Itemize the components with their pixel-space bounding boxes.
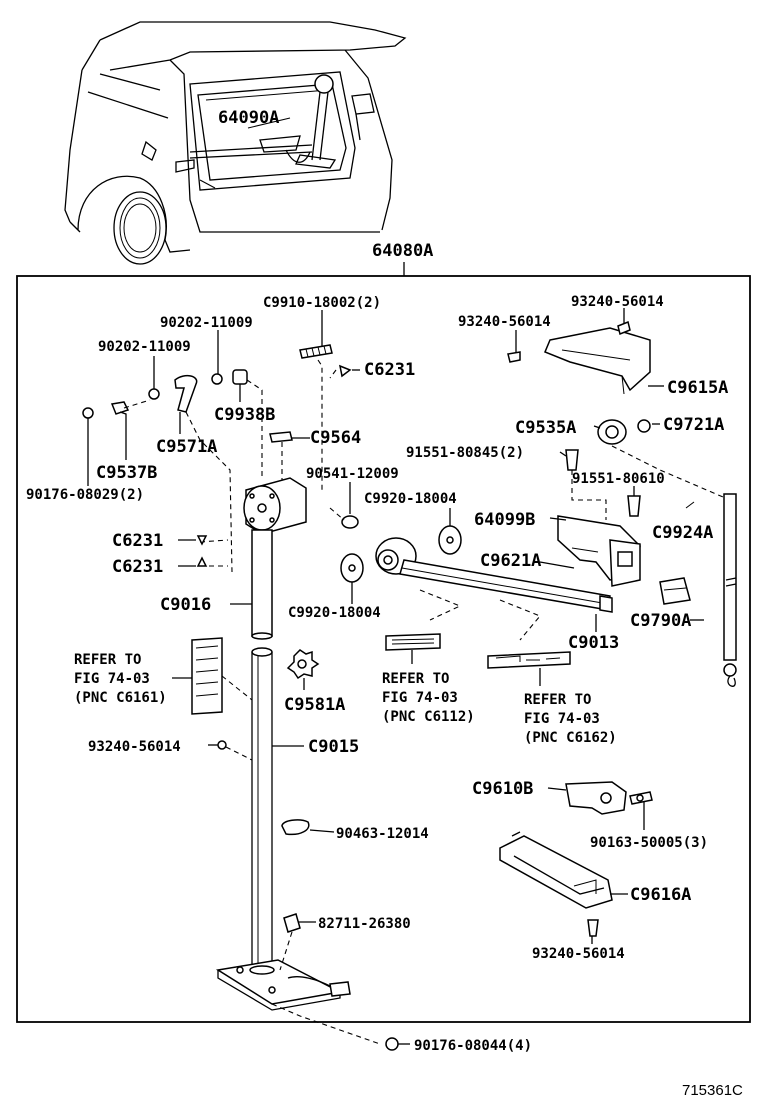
label-C6231-a: C6231: [364, 360, 415, 380]
label-C9615A: C9615A: [667, 378, 728, 398]
reference-C6162: REFER TO FIG 74-03 (PNC C6162): [524, 692, 617, 746]
label-64090A: 64090A: [218, 108, 279, 128]
label-C6231-c: C6231: [112, 557, 163, 577]
label-C9721A: C9721A: [663, 415, 724, 435]
ref-C6162-line2: FIG 74-03: [524, 711, 600, 727]
label-C9537B: C9537B: [96, 463, 157, 483]
part-labels: C9910-18002(2) 93240-56014 93240-56014 9…: [26, 294, 728, 1054]
ref-C6162-line3: (PNC C6162): [524, 730, 617, 746]
label-C9016: C9016: [160, 595, 211, 615]
leader-lines: [87, 308, 704, 1045]
label-91551-80610: 91551-80610: [572, 471, 665, 487]
ref-C6161-line2: FIG 74-03: [74, 671, 150, 687]
label-C9910-18002: C9910-18002(2): [263, 295, 381, 311]
jack-tubes: [191, 529, 399, 1051]
label-64099B: 64099B: [474, 510, 535, 530]
ref-C6112-line3: (PNC C6112): [382, 709, 475, 725]
label-90541-12009: 90541-12009: [306, 466, 399, 482]
label-90176-08029: 90176-08029(2): [26, 487, 144, 503]
assembly-frame: [16, 275, 751, 1023]
label-C9535A: C9535A: [515, 418, 576, 438]
jack-mount-hardware: [82, 344, 359, 573]
label-93240-56014-c: 93240-56014: [88, 739, 181, 755]
label-C9924A: C9924A: [652, 523, 713, 543]
label-C9013: C9013: [568, 633, 619, 653]
ref-C6161-line1: REFER TO: [74, 652, 141, 668]
label-C9790A: C9790A: [630, 611, 691, 631]
label-C9621A: C9621A: [480, 551, 541, 571]
figure-id: 715361C: [682, 1082, 743, 1099]
label-90202-11009-b: 90202-11009: [98, 339, 191, 355]
label-90163-50005: 90163-50005(3): [590, 835, 708, 851]
vehicle-rear-illustration: [64, 21, 407, 265]
label-93240-56014-b: 93240-56014: [458, 314, 551, 330]
assembly-label: 64080A: [372, 241, 433, 261]
ref-C6161-line3: (PNC C6161): [74, 690, 167, 706]
label-93240-56014-a: 93240-56014: [571, 294, 664, 310]
label-C9581A: C9581A: [284, 695, 345, 715]
label-C9920-18004-b: C9920-18004: [288, 605, 381, 621]
label-C9571A: C9571A: [156, 437, 217, 457]
label-C9015: C9015: [308, 737, 359, 757]
right-side-parts: [499, 320, 737, 937]
label-93240-56014-d: 93240-56014: [532, 946, 625, 962]
label-C9610B: C9610B: [472, 779, 533, 799]
jack-handle-assembly: [340, 525, 613, 669]
reference-C6112: REFER TO FIG 74-03 (PNC C6112): [382, 671, 475, 725]
label-C9564: C9564: [310, 428, 361, 448]
reference-C6161: REFER TO FIG 74-03 (PNC C6161): [74, 652, 167, 706]
label-C9616A: C9616A: [630, 885, 691, 905]
ref-C6162-line1: REFER TO: [524, 692, 591, 708]
ref-C6112-line2: FIG 74-03: [382, 690, 458, 706]
label-90202-11009-a: 90202-11009: [160, 315, 253, 331]
label-C6231-b: C6231: [112, 531, 163, 551]
label-90463-12014: 90463-12014: [336, 826, 429, 842]
ref-C6112-line1: REFER TO: [382, 671, 449, 687]
label-90176-08044: 90176-08044(4): [414, 1038, 532, 1054]
label-91551-80845: 91551-80845(2): [406, 445, 524, 461]
label-C9920-18004-a: C9920-18004: [364, 491, 457, 507]
label-82711-26380: 82711-26380: [318, 916, 411, 932]
label-C9938B: C9938B: [214, 405, 275, 425]
